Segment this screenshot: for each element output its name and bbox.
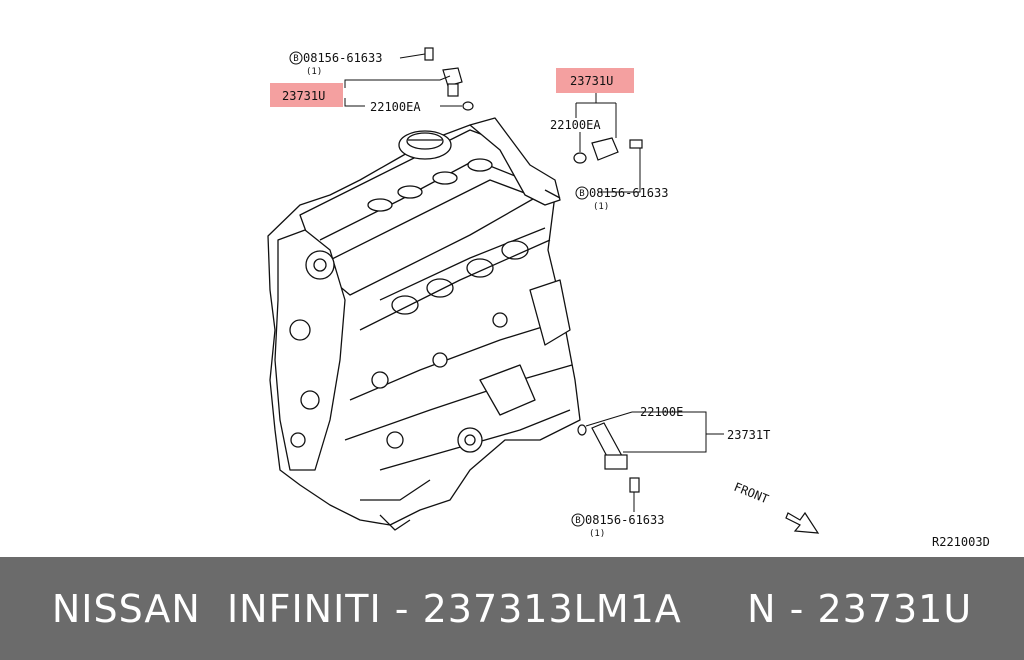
top-right-hardware [573,137,643,164]
bolt-prefix: B [579,189,584,199]
bottom-hardware [577,422,640,493]
parts-diagram: B 08156-61633 (1) 23731U 22100EA 23731U … [267,47,990,549]
part-number[interactable]: 23731T [727,428,770,442]
banner-text: NISSAN INFINITI - 237313LM1A N - 23731U [51,586,973,631]
front-label: FRONT [732,480,771,507]
oring-number: 22100EA [550,118,601,132]
o-ring-icon [577,424,587,436]
bolt-icon [629,477,640,493]
bolt-icon [629,139,643,149]
callout-top-left: B 08156-61633 (1) 23731U 22100EA [282,51,421,114]
bolt-code: 08156-61633 [589,186,668,200]
top-left-hardware [424,47,474,111]
callout-bottom: 22100E 23731T B 08156-61633 (1) [571,405,770,539]
bolt-code: 08156-61633 [585,513,664,527]
o-ring-icon [462,101,474,111]
oring-number: 22100EA [370,100,421,114]
front-arrow-icon [785,511,820,534]
bolt-qty: (1) [589,529,605,539]
callout-top-right: 23731U 22100EA B 08156-61633 (1) [550,74,668,212]
diagram-reference: R221003D [932,535,990,549]
highlight-box [556,68,634,93]
oring-number: 22100E [640,405,683,419]
part-number[interactable]: 23731U [282,89,325,103]
highlight-box [270,83,343,107]
bolt-prefix: B [575,516,580,526]
bolt-icon [424,47,434,61]
o-ring-icon [573,152,587,164]
front-indicator: FRONT [732,480,820,534]
bolt-code: 08156-61633 [303,51,382,65]
bolt-prefix: B [293,54,298,64]
leader-lines [344,53,724,512]
bolt-qty: (1) [306,67,322,77]
part-number[interactable]: 23731U [570,74,613,88]
engine-block-illustration [267,117,581,531]
bolt-qty: (1) [593,202,609,212]
part-number-banner: NISSAN INFINITI - 237313LM1A N - 23731U [0,557,1024,660]
